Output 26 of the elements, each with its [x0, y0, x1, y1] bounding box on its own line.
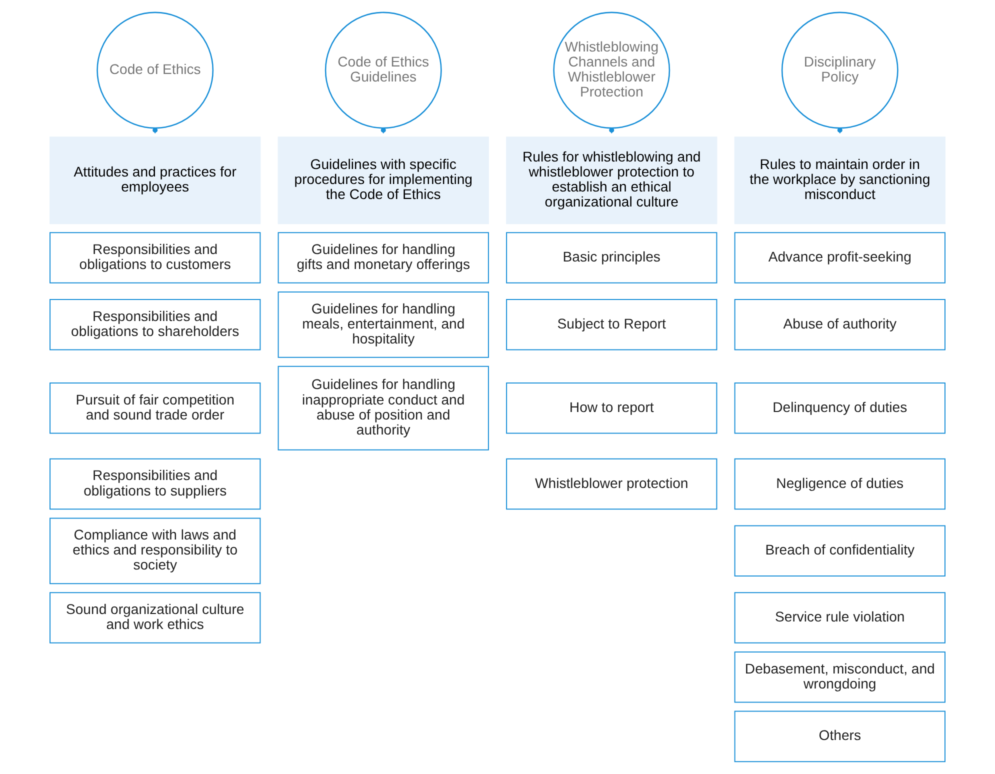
node-box: Delinquency of duties: [734, 382, 946, 434]
node-box: Guidelines with specific procedures for implementing the Code of Ethics: [278, 136, 489, 224]
node-box: Negligence of duties: [734, 458, 946, 510]
node-box: Breach of confidentiality: [734, 525, 946, 577]
node-circle: Code of Ethics: [96, 12, 214, 129]
node-circle: Code of Ethics Guidelines: [324, 12, 442, 129]
node-box: Service rule violation: [734, 592, 946, 644]
node-box: Guidelines for handling inappropriate conduct and abuse of position and authority: [278, 366, 489, 450]
node-box: Guidelines for handling gifts and monetary offerings: [278, 232, 489, 284]
node-box: How to report: [506, 382, 718, 434]
node-box: Abuse of authority: [734, 299, 946, 350]
node-box: Debasement, misconduct, and wrongdoing: [734, 651, 946, 703]
node-box: Others: [734, 710, 946, 762]
node-box: Responsibilities and obligations to customers: [50, 232, 261, 284]
node-box: Advance profit-seeking: [734, 232, 946, 284]
node-box: Responsibilities and obligations to suppliers: [50, 458, 261, 510]
node-circle: Disciplinary Policy: [781, 12, 898, 129]
node-box: Guidelines for handling meals, entertainment, and hospitality: [278, 291, 489, 358]
node-box: Pursuit of fair competition and sound trade order: [50, 382, 261, 434]
node-box: Whistleblower protection: [506, 458, 718, 510]
node-box: Compliance with laws and ethics and responsibility to society: [50, 518, 261, 584]
node-box: Basic principles: [506, 232, 718, 284]
node-box: Responsibilities and obligations to shareholders: [50, 299, 261, 350]
node-box: Subject to Report: [506, 299, 718, 350]
node-circle: Whistleblowing Channels and Whistleblower Protection: [553, 12, 670, 129]
node-box: Sound organizational culture and work ethics: [50, 592, 261, 644]
